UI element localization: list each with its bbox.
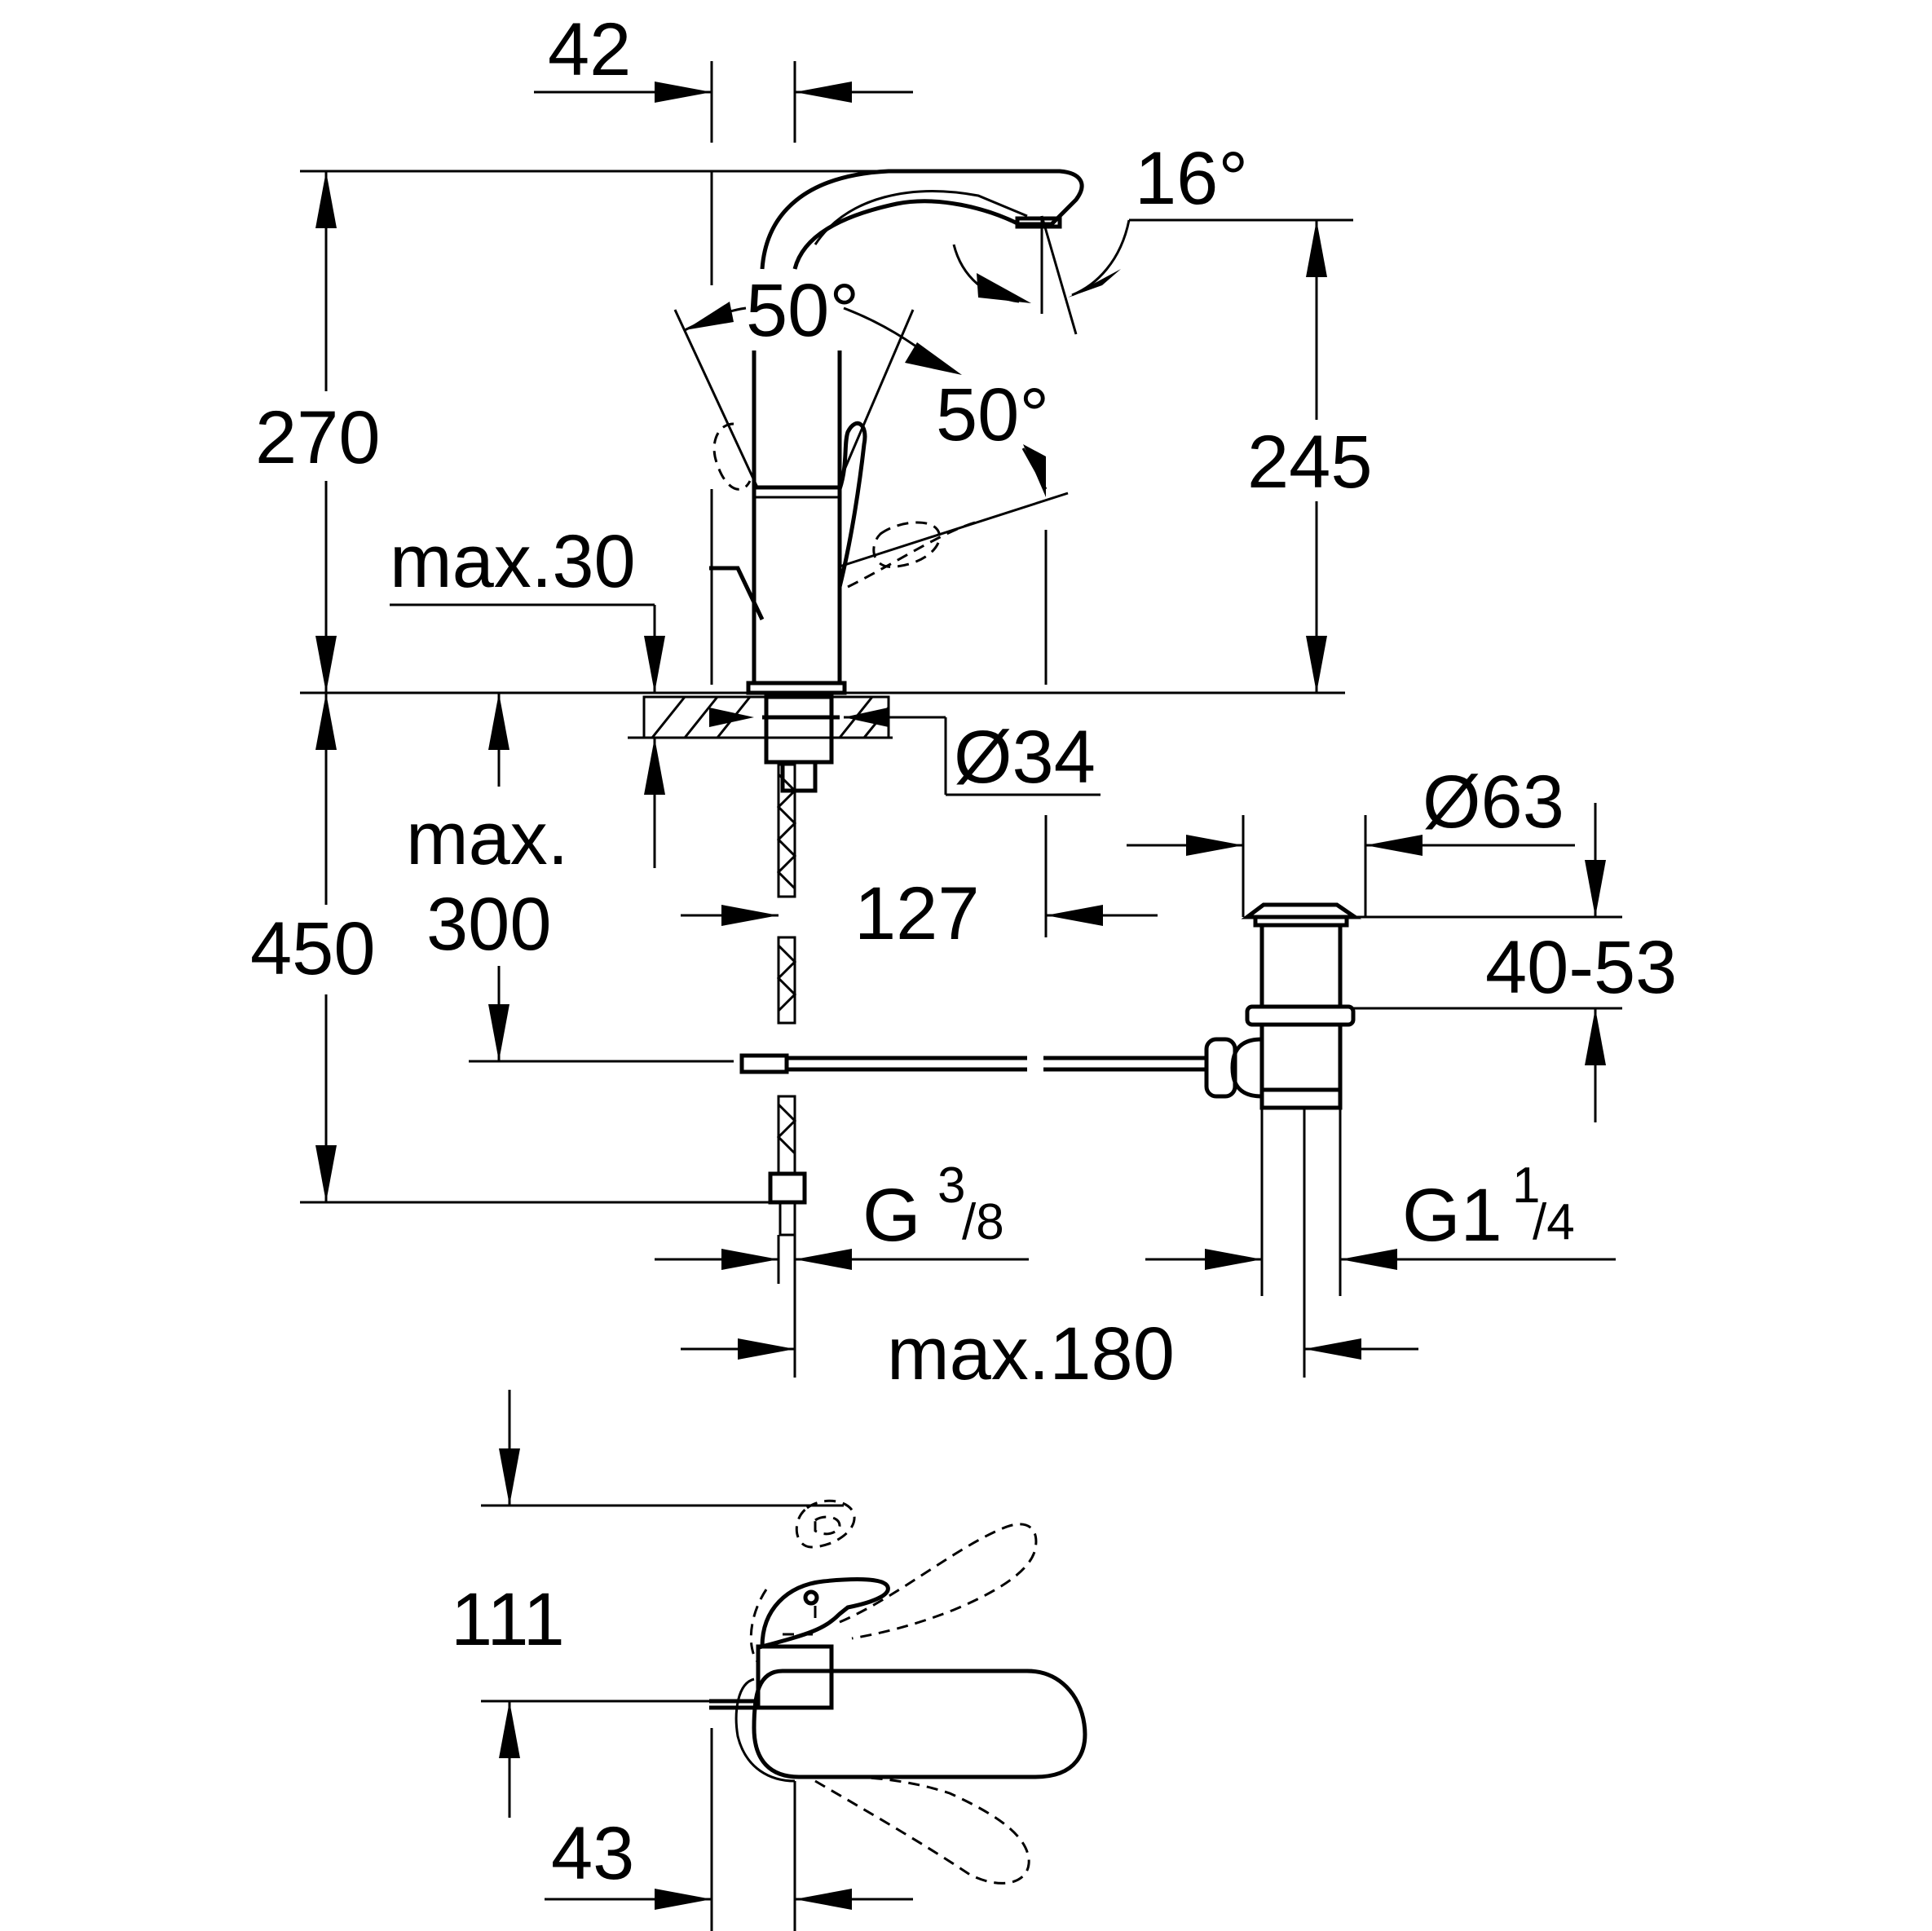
dimension-max300: max. 300 bbox=[406, 693, 734, 1063]
dimension-g114: G1 1 /4 bbox=[1145, 1157, 1616, 1270]
label-g114-num: 1 bbox=[1512, 1157, 1540, 1214]
dimension-127: 127 bbox=[681, 815, 1158, 955]
label-127: 127 bbox=[854, 872, 980, 955]
waste-valve bbox=[1204, 902, 1362, 1378]
label-450: 450 bbox=[250, 907, 376, 990]
dimension-diameter-63: Ø63 bbox=[1127, 760, 1575, 917]
angle-50-left: 50° bbox=[673, 269, 962, 490]
angle-16: 16° bbox=[952, 137, 1248, 335]
label-270: 270 bbox=[255, 396, 381, 479]
faucet-front-view bbox=[709, 169, 1084, 695]
countertop-section: Ø34 bbox=[642, 694, 1101, 799]
label-245: 245 bbox=[1247, 421, 1373, 504]
label-g114-den: /4 bbox=[1533, 1194, 1575, 1250]
angle-50-right: 50° bbox=[839, 373, 1069, 685]
label-max300-line1: max. bbox=[406, 797, 568, 880]
label-max30: max.30 bbox=[390, 520, 636, 603]
popup-rod bbox=[739, 1053, 1205, 1074]
faucet-top-view bbox=[481, 1499, 1087, 1931]
dimension-40-53: 40-53 bbox=[1353, 803, 1677, 1122]
dimension-max180: max.180 bbox=[681, 1284, 1418, 1395]
label-50-right: 50° bbox=[936, 373, 1049, 456]
label-50-left: 50° bbox=[746, 269, 859, 352]
dimension-g38: G 3 /8 bbox=[655, 1157, 1029, 1270]
label-g38-main: G bbox=[862, 1174, 921, 1257]
label-111: 111 bbox=[451, 1578, 565, 1661]
dimension-450: 450 bbox=[245, 693, 774, 1204]
label-g38-den: /8 bbox=[962, 1194, 1004, 1250]
dimension-245: 245 bbox=[1129, 218, 1394, 693]
supply-hoses bbox=[768, 763, 807, 1284]
label-g114-main: G1 bbox=[1402, 1174, 1502, 1257]
label-diameter-63: Ø63 bbox=[1423, 760, 1564, 844]
dimension-270: 270 bbox=[245, 170, 1052, 693]
dimension-43: 43 bbox=[545, 1812, 913, 1910]
label-16-degree: 16° bbox=[1135, 137, 1248, 220]
label-43: 43 bbox=[551, 1812, 634, 1895]
dimension-111: 111 bbox=[451, 1390, 709, 1818]
label-40-53: 40-53 bbox=[1485, 926, 1677, 1009]
dimension-42: 42 bbox=[534, 8, 913, 143]
label-max180: max.180 bbox=[887, 1312, 1175, 1395]
label-max300-line2: 300 bbox=[426, 883, 552, 966]
label-g38-num: 3 bbox=[937, 1157, 965, 1214]
label-diameter-34: Ø34 bbox=[954, 716, 1096, 799]
label-42: 42 bbox=[548, 8, 631, 91]
